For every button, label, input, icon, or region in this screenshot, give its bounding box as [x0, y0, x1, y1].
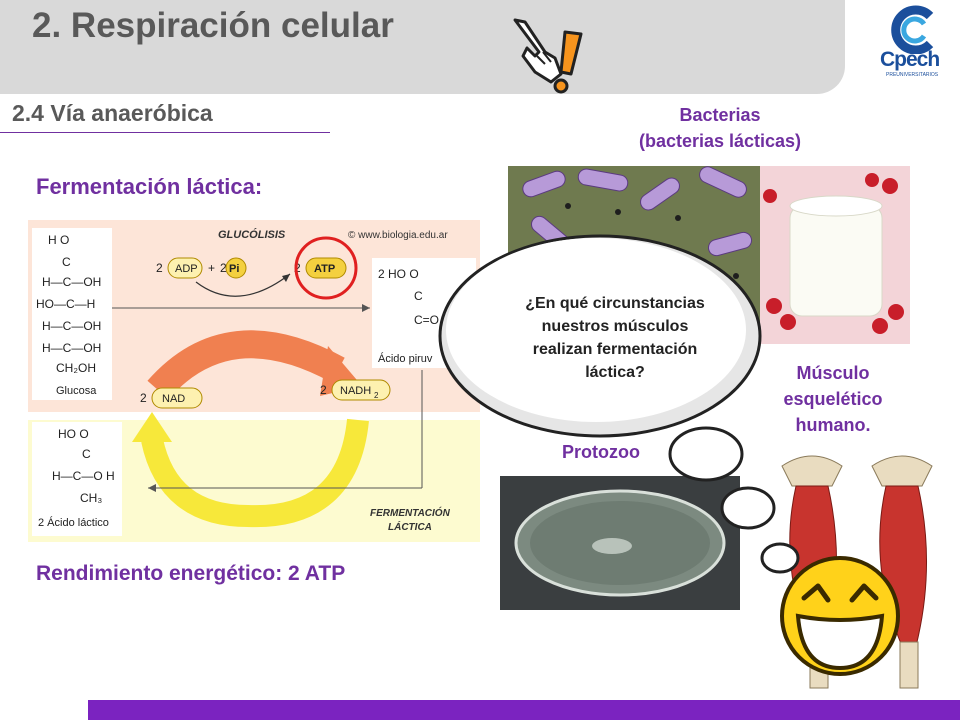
pi-circle	[225, 257, 247, 279]
glucose-box	[32, 228, 112, 400]
nadh-label: NADH	[340, 385, 371, 397]
glucose-formula-line: H O	[48, 233, 69, 247]
lactate-formula: HO O C H—C—O H CH₃	[52, 427, 115, 505]
atp-pill	[305, 257, 347, 279]
svg-text:HO O: HO O	[58, 427, 89, 441]
glucose-formula-line: H—C—OH	[42, 341, 101, 355]
protozoo-label: Protozoo	[562, 442, 640, 462]
footer-bar	[88, 700, 960, 720]
glucose-formula-line: H—C—OH	[42, 275, 101, 289]
nad-reduction-arrow	[147, 330, 345, 400]
muscle-label: Músculo esquelético humano.	[783, 363, 883, 435]
thought-bubble	[438, 234, 800, 574]
cpech-logo-text: Cpech	[880, 48, 940, 71]
protozoo-photo	[500, 476, 740, 610]
slide-title: 2. Respiración celular	[32, 6, 394, 45]
glucose-formula-line: CH₂OH	[56, 361, 96, 375]
glucose-label: Glucosa	[56, 385, 97, 397]
pyruvate-formula: 2 HO O C C=O	[378, 267, 439, 327]
svg-text:+: +	[208, 261, 215, 275]
bacteria-label: Bacterias (bacterias lácticas)	[638, 105, 802, 151]
svg-text:2: 2	[220, 261, 227, 275]
fermentation-diagram-label: LÁCTICA	[388, 520, 432, 533]
glucose-formula-line: HO—C—H	[36, 297, 95, 311]
svg-text:2: 2	[320, 383, 327, 397]
svg-text:C: C	[82, 447, 91, 461]
nadh-pill	[331, 379, 391, 401]
glucose-formula-line: C	[62, 255, 71, 269]
nad-regeneration-arrow	[141, 418, 369, 528]
section-subtitle: 2.4 Vía anaeróbica	[12, 100, 213, 126]
atp-label: ATP	[314, 263, 335, 275]
svg-text:C: C	[414, 289, 423, 303]
svg-text:2 HO O: 2 HO O	[378, 267, 419, 281]
lactic-fermentation-diagram: H O C H—C—OH HO—C—H H—C—OH H—C—OH CH₂OH …	[28, 220, 480, 542]
header-bar	[0, 0, 845, 94]
svg-text:C=O: C=O	[414, 313, 439, 327]
lactate-label: 2 Ácido láctico	[38, 516, 109, 529]
glycolysis-label: GLUCÓLISIS	[218, 228, 286, 241]
cpech-logo-tagline: PREUNIVERSITARIOS	[886, 72, 939, 78]
svg-text:H—C—O H: H—C—O H	[52, 469, 115, 483]
glucose-formula-line: H—C—OH	[42, 319, 101, 333]
atp-highlight-circle	[294, 236, 358, 300]
laughing-face-icon	[780, 556, 900, 676]
pointing-hand-exclamation-icon	[513, 18, 583, 94]
nad-pill	[151, 387, 203, 409]
pyruvate-label: Ácido piruv	[378, 352, 433, 365]
pi-label: Pi	[229, 263, 239, 275]
source-credit: © www.biologia.edu.ar	[348, 230, 448, 241]
cpech-logo: Cpech PREUNIVERSITARIOS	[872, 4, 956, 84]
adp-pill	[167, 257, 203, 279]
svg-text:2: 2	[140, 391, 147, 405]
thought-bubble-trail	[668, 426, 800, 574]
fermentation-heading: Fermentación láctica:	[36, 174, 263, 199]
svg-text:2: 2	[156, 261, 163, 275]
svg-text:CH₃: CH₃	[80, 491, 102, 505]
adp-label: ADP	[175, 263, 198, 275]
subtitle-divider	[0, 132, 330, 133]
cpech-logo-mark-icon	[891, 5, 934, 54]
energy-yield-text: Rendimiento energético: 2 ATP	[36, 562, 346, 585]
svg-text:2: 2	[374, 391, 379, 400]
yogurt-photo	[760, 166, 910, 344]
thought-bubble-question: ¿En qué circunstancias nuestros músculos…	[525, 295, 705, 381]
lactate-box	[32, 422, 122, 536]
fermentation-diagram-label: FERMENTACIÓN	[370, 506, 451, 519]
glucose-formula: H O C H—C—OH HO—C—H H—C—OH H—C—OH CH₂OH	[36, 233, 101, 375]
atp-arrow	[195, 273, 291, 297]
nad-label: NAD	[162, 393, 185, 405]
